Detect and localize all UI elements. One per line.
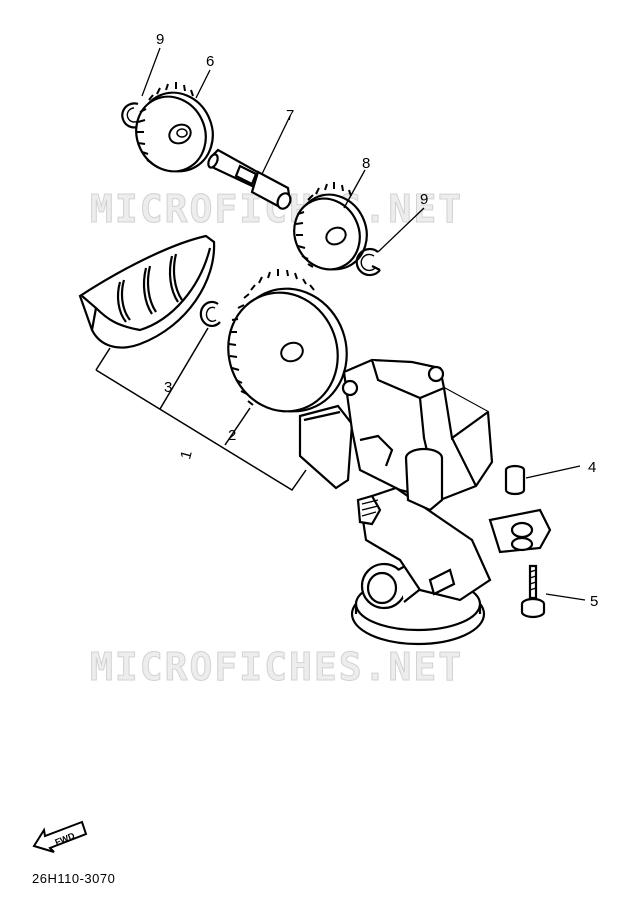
dowel-pin <box>506 466 524 494</box>
circlip-lower <box>201 302 220 326</box>
gear-cover <box>80 236 214 348</box>
callout-9-top: 9 <box>156 31 164 48</box>
circlip-middle <box>357 249 380 275</box>
oil-pump-body <box>300 360 550 644</box>
callout-1: 1 <box>177 449 196 461</box>
fwd-arrow-icon: FWD <box>32 820 88 853</box>
diagram-code: 26H110-3070 <box>32 871 116 886</box>
callout-5: 5 <box>590 593 598 610</box>
leader-lines <box>141 47 586 601</box>
callout-2: 2 <box>228 427 236 444</box>
callout-7: 7 <box>286 107 294 124</box>
callout-9-middle: 9 <box>420 191 428 208</box>
callout-bracket-1 <box>96 328 306 490</box>
callout-4: 4 <box>588 459 596 476</box>
callout-8: 8 <box>362 155 370 172</box>
hex-bolt <box>522 566 544 617</box>
callout-6: 6 <box>206 53 214 70</box>
drive-shaft <box>206 150 292 211</box>
callout-3: 3 <box>164 379 172 396</box>
gear-small-middle <box>283 182 379 281</box>
gear-large <box>212 269 364 427</box>
gear-small-top <box>124 81 225 184</box>
watermark-bottom: MICROFICHES.NET <box>90 645 463 689</box>
